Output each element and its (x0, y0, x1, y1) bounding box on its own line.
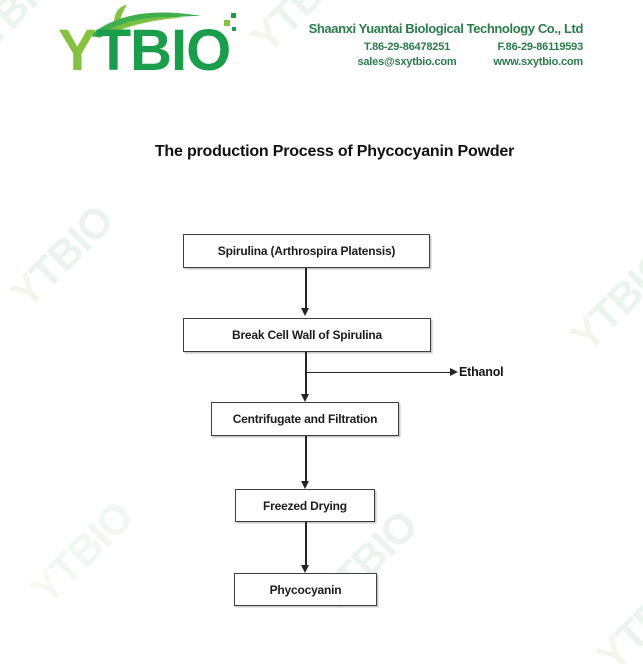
watermark-text-y: Y (561, 307, 614, 360)
leaf-swoosh-icon (89, 4, 202, 38)
arrow-line (305, 436, 307, 482)
ytbio-logo: YTBIO (58, 2, 243, 90)
flow-step-centrifugate-filtration: Centrifugate and Filtration (211, 402, 399, 436)
watermark-text-y: Y (241, 9, 294, 62)
arrow-head-down-icon (301, 394, 309, 402)
flow-step-freezed-drying: Freezed Drying (235, 489, 375, 522)
email-address: sales@sxytbio.com (357, 56, 457, 68)
arrow-head-down-icon (301, 565, 309, 573)
website-url: www.sxytbio.com (493, 56, 583, 68)
logo-letters-tbio: TBIO (95, 18, 232, 83)
watermark-text-rest: TBIO (20, 196, 122, 298)
logo-text: YTBIO (58, 22, 231, 80)
company-info: Shaanxi Yuantai Biological Technology Co… (308, 21, 584, 70)
ytbio-watermark: YTBIO (21, 492, 142, 613)
telephone-number: T.86-29-86478251 (363, 41, 451, 53)
watermark-text-rest: TBIO (606, 559, 643, 661)
watermark-text-y: Y (1, 264, 54, 317)
company-name: Shaanxi Yuantai Biological Technology Co… (308, 21, 584, 36)
watermark-text-rest: TBIO (40, 492, 142, 594)
ytbio-watermark: YTBIO (1, 196, 122, 317)
logo-letter-y: Y (58, 18, 97, 83)
ytbio-watermark: YTBIO (561, 239, 643, 360)
flow-step-spirulina: Spirulina (Arthrospira Platensis) (183, 234, 430, 268)
phone-fax-row: T.86-29-86478251 F.86-29-86119593 (309, 40, 583, 55)
arrow-line (306, 372, 450, 374)
flow-step-phycocyanin: Phycocyanin (234, 573, 377, 606)
flow-step-break-cell-wall: Break Cell Wall of Spirulina (183, 318, 431, 352)
ethanol-label: Ethanol (459, 365, 504, 379)
ytbio-watermark: YTBIO (587, 559, 643, 664)
arrow-line (305, 352, 307, 395)
arrow-head-down-icon (301, 481, 309, 489)
fax-number: F.86-29-86119593 (497, 41, 584, 53)
logo-pixel-dots (221, 12, 241, 36)
page-title: The production Process of Phycocyanin Po… (154, 143, 515, 160)
arrow-head-down-icon (301, 308, 309, 316)
watermark-text-y: Y (587, 627, 640, 664)
email-web-row: sales@sxytbio.com www.sxytbio.com (309, 55, 583, 70)
arrow-head-right-icon (450, 368, 458, 376)
watermark-text-y: Y (21, 560, 74, 613)
arrow-line (305, 268, 307, 309)
watermark-text-rest: TBIO (580, 239, 643, 341)
arrow-line (305, 522, 307, 566)
